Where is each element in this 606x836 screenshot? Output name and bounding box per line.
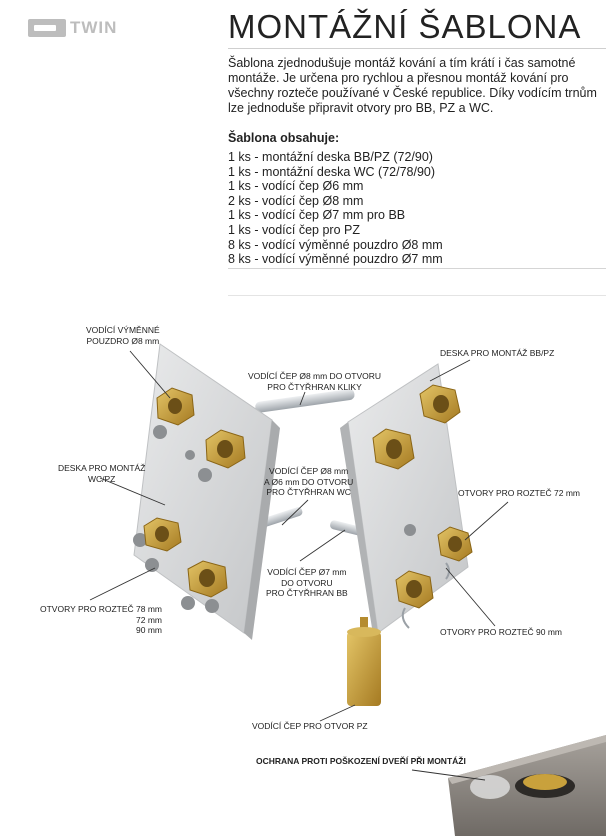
twin-logo-mark <box>28 19 66 37</box>
spring-clip-icon <box>401 607 410 629</box>
twin-logo: TWIN <box>28 18 117 38</box>
label-line: DO OTVORU <box>281 577 333 588</box>
label-line: VODÍCÍ ČEP Ø8 mm DO OTVORU <box>248 371 382 381</box>
label-line: VODÍCÍ ČEP Ø7 mm <box>267 567 347 577</box>
brass-bushing <box>143 517 182 552</box>
label-line: OTVORY PRO ROZTEČ 78 mm <box>40 604 163 614</box>
contents-item: 1 ks - montážní deska WC (72/78/90) <box>228 164 436 179</box>
brass-bushing <box>205 429 246 469</box>
label-line: DESKA PRO MONTÁŽ <box>58 463 146 473</box>
brass-bushing <box>419 384 461 424</box>
contents-item: 1 ks - vodící čep Ø6 mm <box>228 179 364 194</box>
brass-bushing <box>395 570 434 609</box>
mounting-plate-bb-pz <box>340 363 469 634</box>
section-divider <box>228 295 606 296</box>
contents-item: 1 ks - vodící čep pro PZ <box>228 222 360 237</box>
label-spacing-90: OTVORY PRO ROZTEČ 90 mm <box>440 627 563 637</box>
contents-heading: Šablona obsahuje: <box>228 131 340 145</box>
guide-pin-8mm <box>255 389 355 413</box>
contents-item: 1 ks - montážní deska BB/PZ (72/90) <box>228 150 433 164</box>
label-line: VODÍCÍ VÝMĚNNÉ <box>86 325 160 335</box>
brass-bushing <box>372 428 415 470</box>
guide-pin-pz <box>347 617 381 706</box>
door-protection <box>448 735 606 836</box>
title-divider <box>228 48 606 49</box>
label-line: PRO ČTYŘHRAN BB <box>266 588 348 598</box>
label-line: WC/PZ <box>87 473 116 484</box>
label-line: 72 mm <box>136 614 163 625</box>
label-pin-8-6mm-wc: VODÍCÍ ČEP Ø8 mm A Ø6 mm DO OTVORU PRO Č… <box>264 466 353 498</box>
section-divider <box>228 268 606 269</box>
label-line: PRO ČTYŘHRAN WC <box>266 487 351 497</box>
guide-pin-7mm <box>330 520 364 536</box>
label-line: VODÍCÍ ČEP Ø8 mm <box>269 466 349 476</box>
contents-item: 2 ks - vodící čep Ø8 mm <box>228 193 364 208</box>
brass-bushing <box>156 387 195 426</box>
label-spacing-78-72-90: OTVORY PRO ROZTEČ 78 mm 72 mm 90 mm <box>40 604 162 636</box>
label-line: POUZDRO Ø8 mm <box>86 335 160 346</box>
brass-bushing <box>187 560 228 598</box>
label-plate-wc-pz: DESKA PRO MONTÁŽ WC/PZ <box>58 463 145 484</box>
twin-logo-text: TWIN <box>70 18 118 37</box>
label-door-protection: OCHRANA PROTI POŠKOZENÍ DVEŘÍ PŘI MONTÁŽ… <box>256 756 466 766</box>
intro-paragraph: Šablona zjednodušuje montáž kování a tím… <box>228 56 597 115</box>
label-line: A Ø6 mm DO OTVORU <box>264 476 354 487</box>
label-line: PRO ČTYŘHRAN KLIKY <box>267 381 362 392</box>
page-title: MONTÁŽNÍ ŠABLONA <box>228 8 582 45</box>
contents-item: 8 ks - vodící výměnné pouzdro Ø8 mm <box>228 237 443 252</box>
leader-lines <box>89 350 509 781</box>
contents-list: 1 ks - montážní deska BB/PZ (72/90) 1 ks… <box>228 150 443 267</box>
label-line: 90 mm <box>136 625 163 635</box>
template-illustration <box>89 343 606 836</box>
label-pin-7mm-bb: VODÍCÍ ČEP Ø7 mm DO OTVORU PRO ČTYŘHRAN … <box>266 567 348 599</box>
label-pin-pz: VODÍCÍ ČEP PRO OTVOR PZ <box>252 721 368 731</box>
contents-item: 8 ks - vodící výměnné pouzdro Ø7 mm <box>228 252 443 267</box>
brass-bushing <box>437 526 473 562</box>
label-pin-8mm-klika: VODÍCÍ ČEP Ø8 mm DO OTVORU PRO ČTYŘHRAN … <box>248 371 381 392</box>
label-bushing-8mm: VODÍCÍ VÝMĚNNÉ POUZDRO Ø8 mm <box>86 325 160 346</box>
contents-item: 1 ks - vodící čep Ø7 mm pro BB <box>228 208 406 223</box>
label-plate-bb-pz: DESKA PRO MONTÁŽ BB/PZ <box>440 348 555 358</box>
label-spacing-72: OTVORY PRO ROZTEČ 72 mm <box>458 488 581 498</box>
guide-pin-8-6mm <box>258 507 303 528</box>
